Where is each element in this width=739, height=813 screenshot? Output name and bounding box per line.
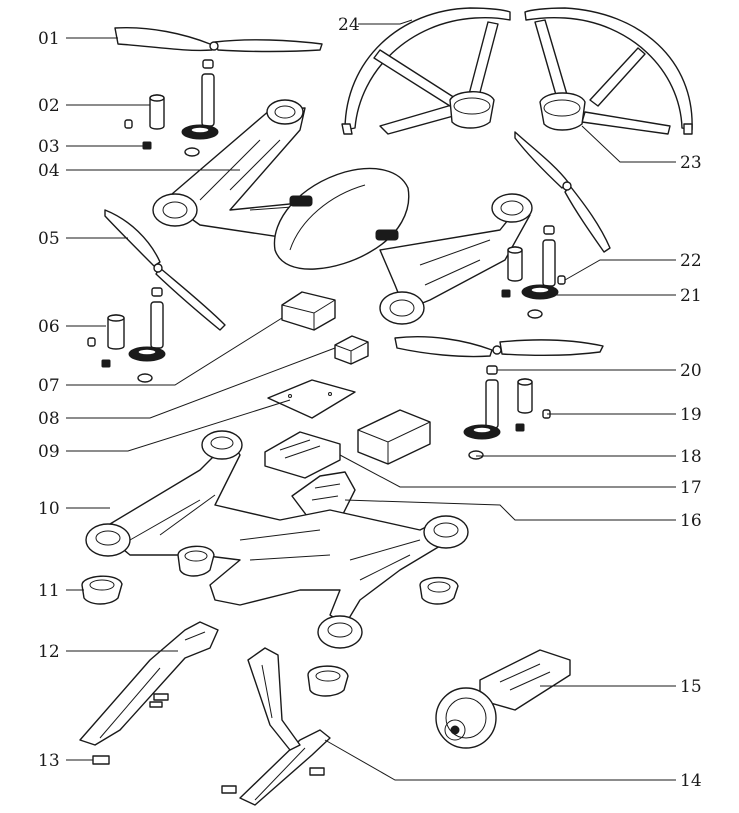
motor-shaft-top-left — [181, 59, 219, 157]
landing-gear-left-12 — [79, 621, 219, 746]
motor-shaft-right — [501, 225, 566, 319]
label-17: 17 — [680, 478, 702, 498]
label-08: 08 — [38, 409, 60, 429]
camera-gimbal-15 — [435, 649, 571, 749]
motor-06 — [87, 314, 125, 368]
label-02: 02 — [38, 96, 60, 116]
propeller-guard-right — [524, 7, 693, 135]
label-10: 10 — [38, 499, 60, 519]
label-04: 04 — [38, 161, 60, 181]
receiver-module-07 — [281, 291, 336, 331]
label-07: 07 — [38, 376, 60, 396]
battery-18 — [357, 409, 431, 465]
label-18: 18 — [680, 447, 702, 467]
connector-08 — [334, 335, 369, 365]
landing-gear-right-14 — [221, 647, 331, 806]
motor-cap-11 — [81, 545, 459, 697]
propeller-guard-left — [341, 7, 511, 135]
propeller-left — [104, 209, 226, 331]
label-01: 01 — [38, 29, 60, 49]
main-frame-10 — [85, 430, 469, 649]
label-06: 06 — [38, 317, 60, 337]
propeller-right — [514, 131, 611, 253]
label-19: 19 — [680, 405, 702, 425]
circuit-board-17 — [264, 431, 341, 479]
gear-03 — [142, 141, 152, 150]
foot-pad-13 — [92, 755, 110, 765]
label-14: 14 — [680, 771, 702, 791]
plate-09 — [267, 379, 356, 419]
label-11: 11 — [38, 581, 60, 601]
motor-shaft-lower-right — [463, 365, 551, 460]
label-20: 20 — [680, 361, 702, 381]
label-23: 23 — [680, 153, 702, 173]
label-22: 22 — [680, 251, 702, 271]
label-21: 21 — [680, 286, 702, 306]
top-shell-body — [152, 99, 533, 325]
label-15: 15 — [680, 677, 702, 697]
label-03: 03 — [38, 137, 60, 157]
part-number-labels: 01 02 03 04 05 06 07 08 09 10 11 12 13 1… — [38, 15, 702, 791]
motor-02 — [124, 94, 165, 130]
label-09: 09 — [38, 442, 60, 462]
label-05: 05 — [38, 229, 60, 249]
motor-shaft-left — [128, 287, 166, 383]
label-16: 16 — [680, 511, 702, 531]
leader-lines — [66, 19, 676, 781]
label-13: 13 — [38, 751, 60, 771]
label-12: 12 — [38, 642, 60, 662]
propeller-top-left — [114, 26, 323, 53]
label-24: 24 — [338, 15, 360, 35]
propeller-lower-right — [394, 336, 604, 358]
